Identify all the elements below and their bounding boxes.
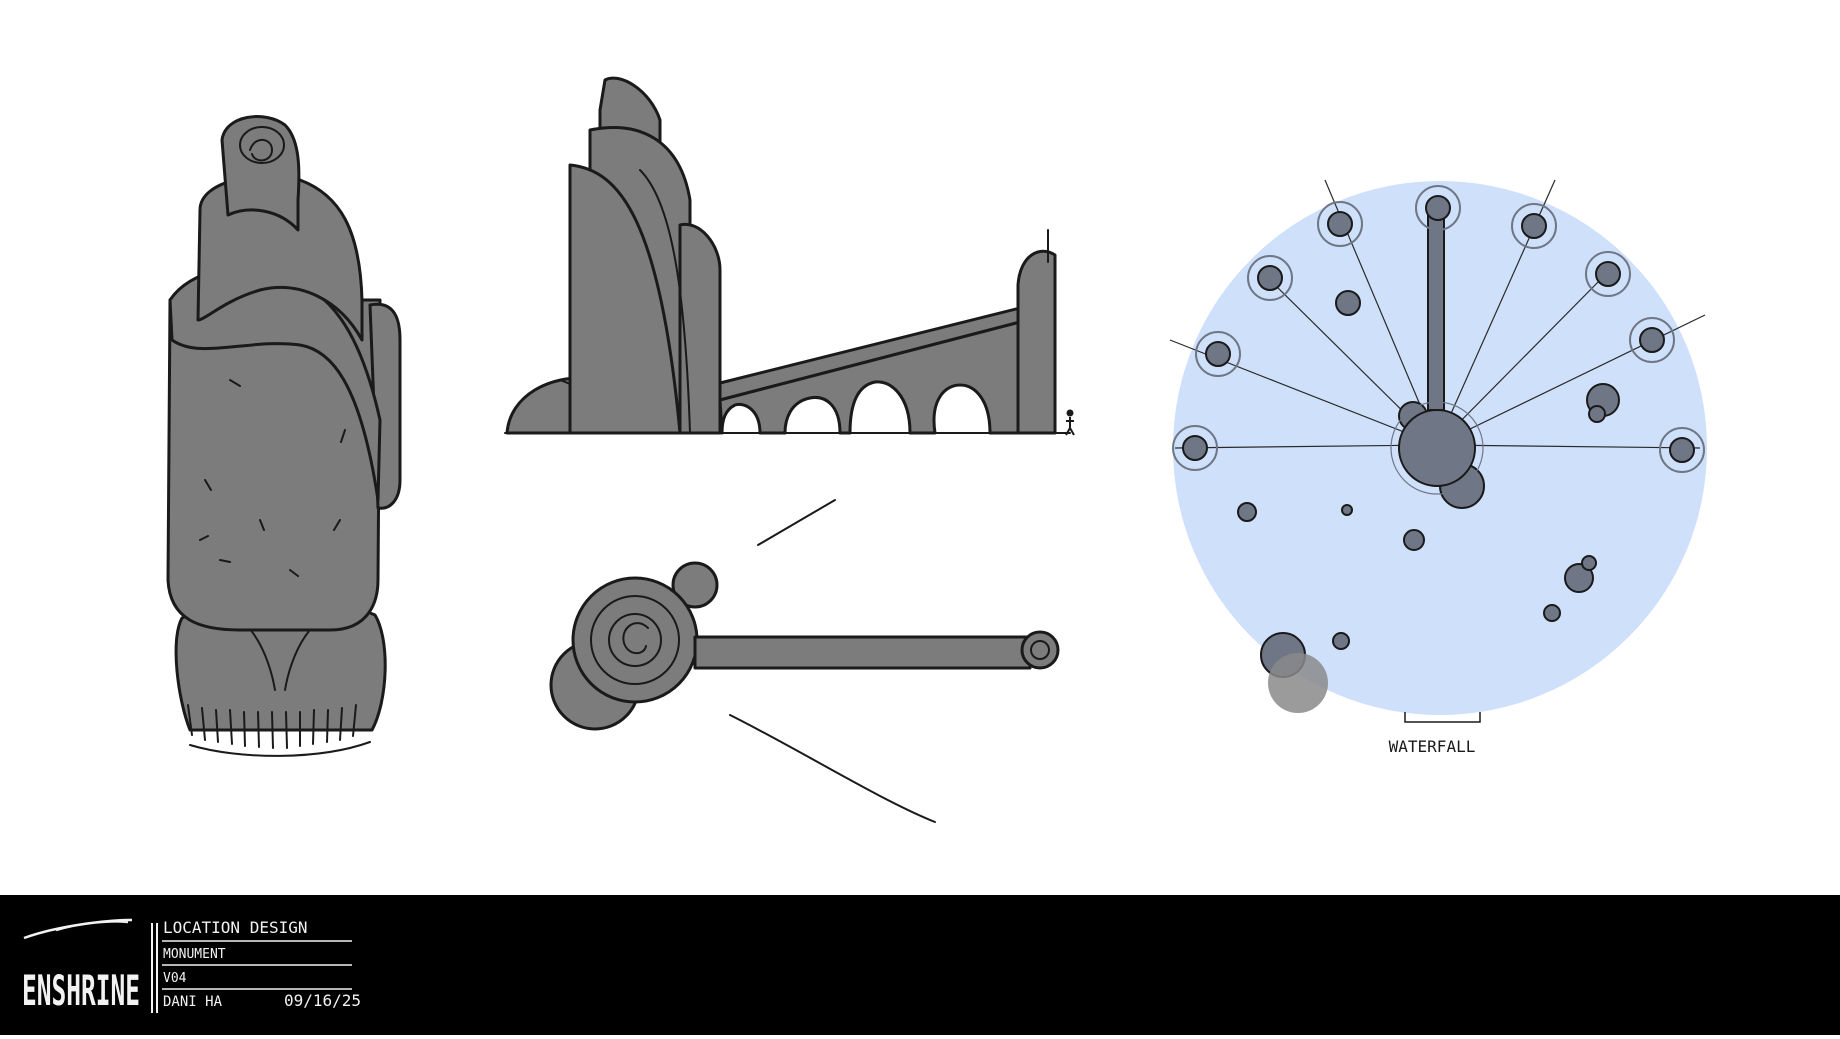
fountain-plan-view: WATERFALL xyxy=(1169,179,1707,756)
monument-plan-sketch xyxy=(549,499,1060,823)
title-block: ENSHRINE LOCATION DESIGN MONUMENT V04 DA… xyxy=(0,895,1840,1035)
field-date: 09/16/25 xyxy=(284,991,361,1010)
logo-text: ENSHRINE xyxy=(22,966,140,1015)
monument-isometric-sketch xyxy=(166,115,402,757)
outer-stone-plates xyxy=(1172,185,1705,473)
field-artist: DANI HA xyxy=(163,994,223,1010)
scattered-stones xyxy=(1237,290,1620,713)
field-version: V04 xyxy=(163,971,187,986)
monument-elevation-sketch xyxy=(504,76,1075,436)
waterfall-label: WATERFALL xyxy=(1389,737,1476,756)
human-scale-figure xyxy=(1065,409,1075,436)
enshrine-logo: ENSHRINE xyxy=(22,918,140,1015)
field-department: LOCATION DESIGN xyxy=(163,918,308,937)
field-subject: MONUMENT xyxy=(163,947,226,962)
